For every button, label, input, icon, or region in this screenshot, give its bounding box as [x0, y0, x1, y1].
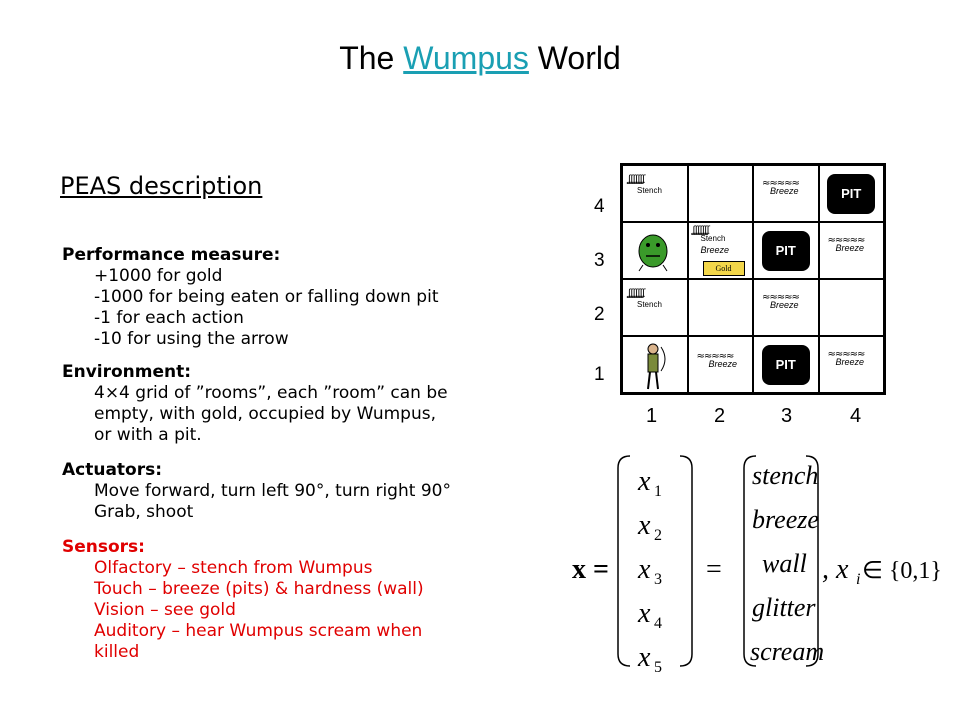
x-sub: 4 [654, 615, 662, 632]
x-sub: 3 [654, 571, 662, 588]
breeze-wave-icon: ≈≈≈≈≈ [827, 349, 866, 360]
row-label: 1 [594, 364, 605, 385]
grid-cell-1-1 [622, 336, 688, 393]
stench-label: Stench [637, 300, 662, 309]
breeze-label: Breeze [835, 243, 865, 253]
actuators-label: Actuators: [62, 460, 163, 480]
breeze-wave-icon: ≈≈≈≈≈ [696, 351, 735, 362]
stench-wave-icon: ʆʆʆʆʆʆʆ [692, 225, 710, 236]
col-label: 3 [781, 405, 793, 427]
row-label: 4 [594, 196, 605, 217]
grid-cell-3-4: ≈≈≈≈≈ Breeze [753, 165, 819, 222]
breeze-label: Breeze [700, 245, 730, 255]
performance-label: Performance measure: [62, 245, 281, 265]
environment-line: 4×4 grid of ”rooms”, each ”room” can be [94, 383, 448, 403]
environment-label: Environment: [62, 362, 192, 382]
grid-cell-2-1: ≈≈≈≈≈ Breeze [687, 336, 753, 393]
stench-label: Stench [700, 234, 726, 243]
equals-sign: = [706, 554, 722, 585]
actuators-line: Grab, shoot [94, 502, 194, 522]
col-label: 1 [646, 405, 658, 427]
title-prefix: The [339, 40, 404, 76]
actuators-line: Move forward, turn left 90°, turn right … [94, 481, 451, 501]
sensors-line: Touch – breeze (pits) & hardness (wall) [94, 579, 424, 599]
wumpus-icon [638, 234, 668, 272]
stench-label: Stench [637, 186, 662, 195]
grid-cell-3-2: ≈≈≈≈≈ Breeze [753, 279, 819, 336]
slide-title: The Wumpus World [0, 40, 960, 77]
sensors-line: Vision – see gold [94, 600, 236, 620]
equation-tail-sub: i [856, 571, 860, 588]
sensor-word: wall [762, 549, 807, 578]
stench-wave-icon: ʆʆʆʆʆʆʆ [628, 174, 645, 185]
grid-cell-4-3: ≈≈≈≈≈ Breeze [818, 222, 884, 279]
grid-cell-2-3: ʆʆʆʆʆʆʆ Stench Breeze Gold [687, 222, 753, 279]
sensors-line: killed [94, 642, 140, 662]
grid-cell-3-1: PIT [753, 336, 819, 393]
x-sub: 1 [654, 483, 662, 500]
performance-item: -1 for each action [94, 308, 244, 328]
sensors-section: Sensors: Olfactory – stench from Wumpus … [62, 537, 424, 663]
sensor-word: breeze [752, 505, 819, 534]
performance-item: -10 for using the arrow [94, 329, 289, 349]
grid-cell-2-2 [687, 279, 753, 336]
sensors-line: Olfactory – stench from Wumpus [94, 558, 373, 578]
equation-lhs: x = [572, 554, 609, 585]
grid-cell-2-4 [687, 165, 753, 222]
breeze-wave-icon: ≈≈≈≈≈ [762, 292, 800, 303]
agent-icon [647, 343, 666, 390]
grid-cell-4-1: ≈≈≈≈≈ Breeze [818, 336, 884, 393]
breeze-label: Breeze [770, 300, 799, 310]
wumpus-grid: ʆʆʆʆʆʆʆ Stench ≈≈≈≈≈ Breeze PIT ʆʆʆʆʆʆʆ … [620, 163, 886, 395]
environment-section: Environment: 4×4 grid of ”rooms”, each ”… [62, 362, 448, 446]
sensor-word: scream [750, 637, 824, 666]
x-var: x [637, 642, 651, 673]
environment-line: empty, with gold, occupied by Wumpus, [94, 404, 436, 424]
x-var: x [637, 554, 651, 585]
breeze-wave-icon: ≈≈≈≈≈ [827, 235, 866, 246]
title-suffix: World [528, 40, 621, 76]
row-label: 2 [594, 304, 605, 325]
sensors-line: Auditory – hear Wumpus scream when [94, 621, 423, 641]
breeze-wave-icon: ≈≈≈≈≈ [762, 178, 800, 189]
col-label: 4 [850, 405, 862, 427]
equation-domain: ∈ {0,1} [862, 558, 942, 584]
col-label: 2 [714, 405, 726, 427]
grid-cell-1-3 [622, 222, 688, 279]
grid-cell-4-2 [818, 279, 884, 336]
sensors-label: Sensors: [62, 537, 145, 557]
x-sub: 2 [654, 527, 662, 544]
stench-wave-icon: ʆʆʆʆʆʆʆ [628, 288, 645, 299]
performance-section: Performance measure: +1000 for gold -100… [62, 245, 439, 350]
sensor-vector-equation: x = x x x x x 1 2 3 4 5 = stench breeze … [572, 455, 942, 676]
sensor-word: stench [752, 461, 818, 490]
actuators-section: Actuators: Move forward, turn left 90°, … [62, 460, 451, 523]
breeze-label: Breeze [835, 357, 865, 367]
performance-item: -1000 for being eaten or falling down pi… [94, 287, 439, 307]
grid-cell-3-3: PIT [753, 222, 819, 279]
performance-item: +1000 for gold [94, 266, 223, 286]
breeze-label: Breeze [708, 359, 738, 369]
pit-icon: PIT [827, 173, 876, 214]
pit-icon: PIT [761, 230, 810, 271]
breeze-label: Breeze [770, 186, 799, 196]
x-var: x [637, 466, 651, 497]
x-var: x [637, 598, 651, 629]
equation-tail: , x [822, 554, 849, 585]
row-label: 3 [594, 250, 605, 271]
x-sub: 5 [654, 659, 662, 676]
grid-cell-1-4: ʆʆʆʆʆʆʆ Stench [622, 165, 688, 222]
x-var: x [637, 510, 651, 541]
grid-cell-1-2: ʆʆʆʆʆʆʆ Stench [622, 279, 688, 336]
peas-heading: PEAS description [60, 172, 263, 200]
pit-icon: PIT [761, 344, 810, 385]
grid-cell-4-4: PIT [818, 165, 884, 222]
sensor-word: glitter [752, 593, 816, 622]
environment-line: or with a pit. [94, 425, 202, 445]
gold-icon: Gold [702, 261, 745, 276]
wumpus-link[interactable]: Wumpus [403, 40, 529, 76]
